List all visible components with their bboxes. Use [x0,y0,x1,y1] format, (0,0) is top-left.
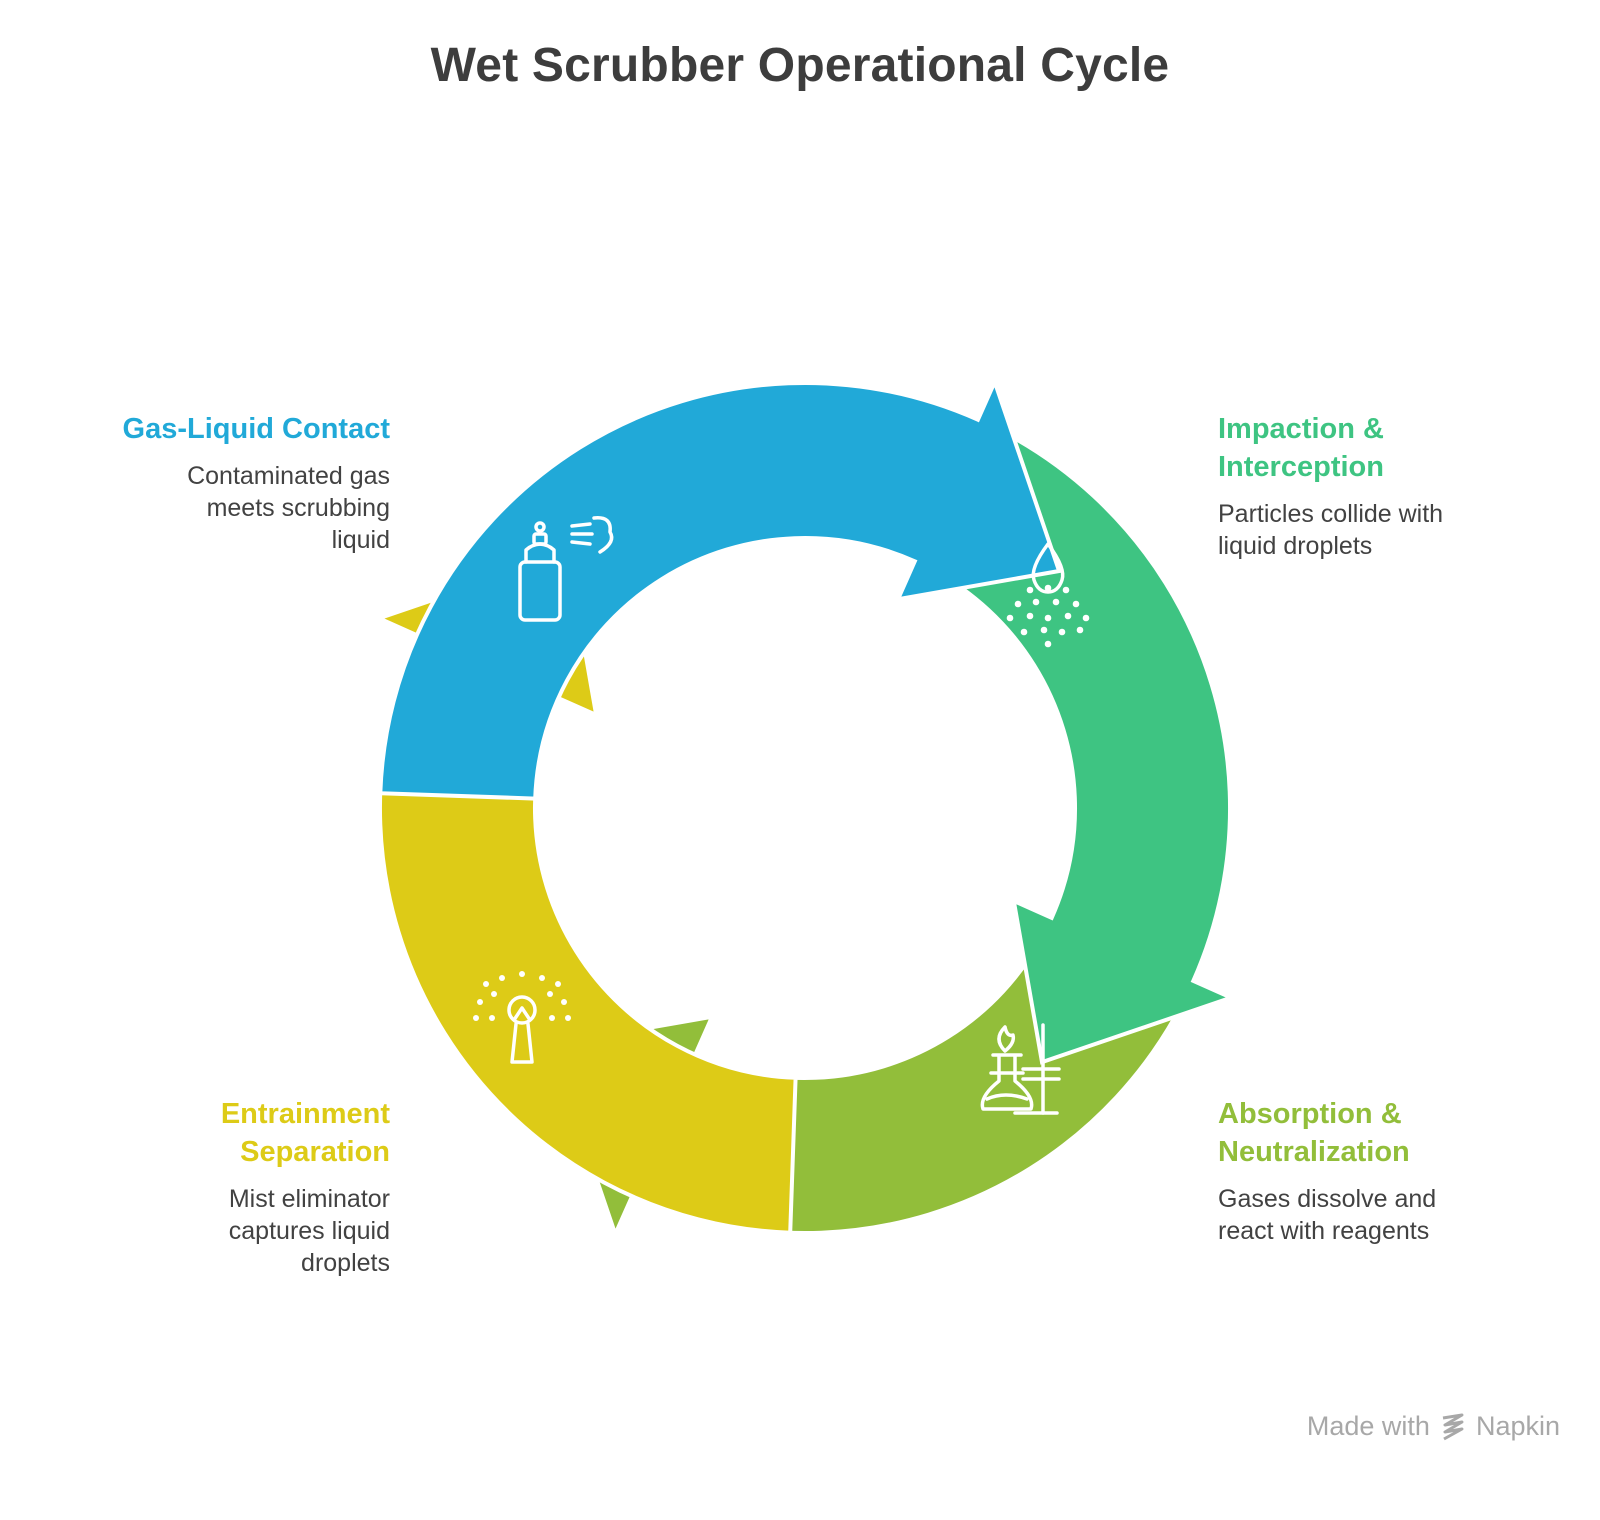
step-title: Gas-Liquid Contact [122,413,390,445]
spray-can-icon [518,516,614,622]
step-description: Gases dissolve and react with reagents [1218,1185,1437,1245]
napkin-logo-icon [1442,1413,1464,1440]
step-title: Entrainment Separation [220,1098,390,1168]
sprinkler-icon [473,971,571,1064]
step-description: Contaminated gas meets scrubbing liquid [187,462,390,554]
step-description: Mist eliminator captures liquid droplets [228,1185,390,1277]
step-title: Impaction & Interception [1218,413,1384,483]
step-entrainment-separation: Entrainment Separation Mist eliminator c… [10,1095,390,1279]
flask-burner-icon [980,1023,1061,1115]
napkin-brand: Napkin [1475,1411,1560,1441]
step-gas-liquid-contact: Gas-Liquid Contact Contaminated gas meet… [10,410,390,556]
step-description: Particles collide with liquid droplets [1218,500,1444,560]
made-with-napkin: Made with Napkin [1307,1411,1560,1442]
page-title: Wet Scrubber Operational Cycle [430,39,1170,92]
made-with-label: Made with [1306,1411,1430,1441]
step-absorption-neutralization: Absorption & Neutralization Gases dissol… [1218,1095,1518,1247]
arrow-gas-liquid-contact [378,376,1062,801]
step-impaction-interception: Impaction & Interception Particles colli… [1218,410,1518,562]
step-title: Absorption & Neutralization [1218,1098,1410,1168]
droplet-spray-icon [1006,542,1090,648]
